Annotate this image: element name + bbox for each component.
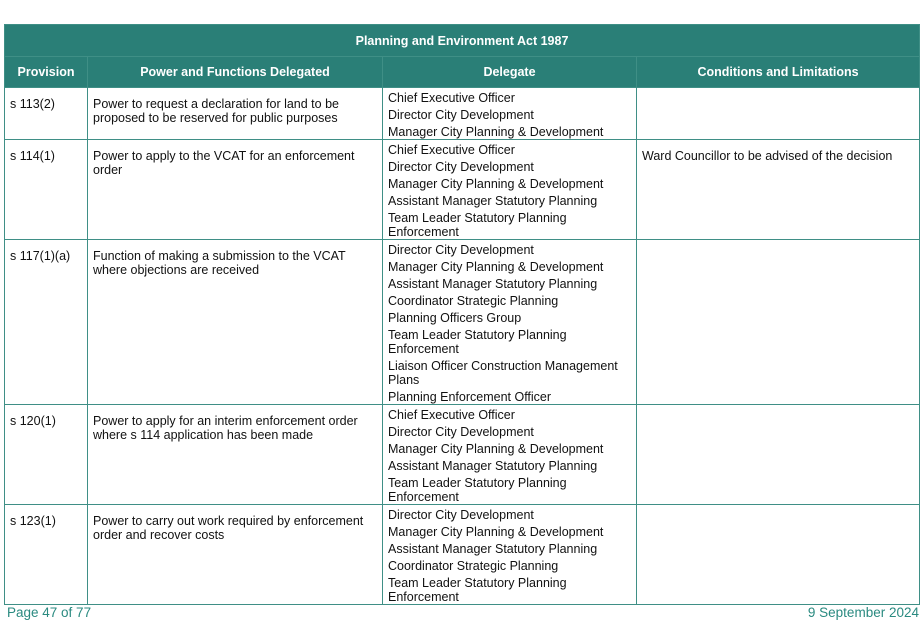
power-cell: Power to carry out work required by enfo… xyxy=(87,504,383,605)
power-cell: Power to apply for an interim enforcemen… xyxy=(87,404,383,505)
delegate-header: Delegate xyxy=(382,56,637,88)
conditions-cell xyxy=(635,504,921,605)
delegate-item: Chief Executive Officer xyxy=(388,143,515,157)
delegate-item: Manager City Planning & Development xyxy=(388,260,604,274)
delegate-item: Coordinator Strategic Planning xyxy=(388,294,559,308)
delegate-item: Manager City Planning & Development xyxy=(388,442,604,456)
delegate-item: Chief Executive Officer xyxy=(388,408,515,422)
provision-header: Provision xyxy=(4,56,88,88)
delegate-item: Manager City Planning & Development xyxy=(388,525,604,539)
delegate-item: Assistant Manager Statutory Planning xyxy=(388,542,598,556)
delegate-item: Assistant Manager Statutory Planning xyxy=(388,277,598,291)
table-row: s 113(2)Power to request a declaration f… xyxy=(4,87,921,140)
power-cell: Power to request a declaration for land … xyxy=(87,87,383,140)
delegate-item: Team Leader Statutory Planning Enforceme… xyxy=(388,576,567,604)
conditions-cell xyxy=(635,87,921,140)
power-header: Power and Functions Delegated xyxy=(87,56,383,88)
table-row: s 123(1)Power to carry out work required… xyxy=(4,504,921,605)
page-number: Page 47 of 77 xyxy=(7,605,92,620)
delegate-item: Director City Development xyxy=(388,508,534,522)
conditions-cell: Ward Councillor to be advised of the dec… xyxy=(635,139,921,240)
delegate-item: Assistant Manager Statutory Planning xyxy=(388,194,598,208)
table-row: s 117(1)(a)Function of making a submissi… xyxy=(4,239,921,405)
power-cell: Function of making a submission to the V… xyxy=(87,239,383,405)
page-date: 9 September 2024 xyxy=(807,605,919,620)
conditions-header: Conditions and Limitations xyxy=(635,56,921,88)
delegate-item: Coordinator Strategic Planning xyxy=(388,559,559,573)
delegate-item: Director City Development xyxy=(388,425,534,439)
power-cell: Power to apply to the VCAT for an enforc… xyxy=(87,139,383,240)
delegate-item: Manager City Planning & Development xyxy=(388,177,604,191)
delegate-item: Liaison Officer Construction Management … xyxy=(388,359,618,387)
delegation-table: Planning and Environment Act 1987 Provis… xyxy=(3,24,921,605)
delegate-item: Director City Development xyxy=(388,108,534,122)
provision-cell: s 113(2) xyxy=(4,87,88,140)
table-header-row: Provision Power and Functions Delegated … xyxy=(4,56,921,88)
delegate-item: Chief Executive Officer xyxy=(388,91,515,105)
delegate-item: Planning Enforcement Officer xyxy=(388,390,552,404)
delegate-item: Team Leader Statutory Planning Enforceme… xyxy=(388,211,567,239)
table-body: s 113(2)Power to request a declaration f… xyxy=(4,87,921,605)
table-row: s 120(1)Power to apply for an interim en… xyxy=(4,404,921,505)
conditions-cell xyxy=(635,239,921,405)
table-title-row: Planning and Environment Act 1987 xyxy=(3,24,921,57)
provision-cell: s 114(1) xyxy=(4,139,88,240)
provision-cell: s 117(1)(a) xyxy=(4,239,88,405)
conditions-cell xyxy=(635,404,921,505)
delegate-item: Assistant Manager Statutory Planning xyxy=(388,459,598,473)
delegate-item: Director City Development xyxy=(388,160,534,174)
delegate-item: Team Leader Statutory Planning Enforceme… xyxy=(388,476,567,504)
table-row: s 114(1)Power to apply to the VCAT for a… xyxy=(4,139,921,240)
delegate-item: Planning Officers Group xyxy=(388,311,522,325)
provision-cell: s 120(1) xyxy=(4,404,88,505)
delegate-item: Team Leader Statutory Planning Enforceme… xyxy=(388,328,567,356)
table-title: Planning and Environment Act 1987 xyxy=(3,24,921,57)
delegate-item: Director City Development xyxy=(388,243,534,257)
delegate-item: Manager City Planning & Development xyxy=(388,125,604,139)
provision-cell: s 123(1) xyxy=(4,504,88,605)
